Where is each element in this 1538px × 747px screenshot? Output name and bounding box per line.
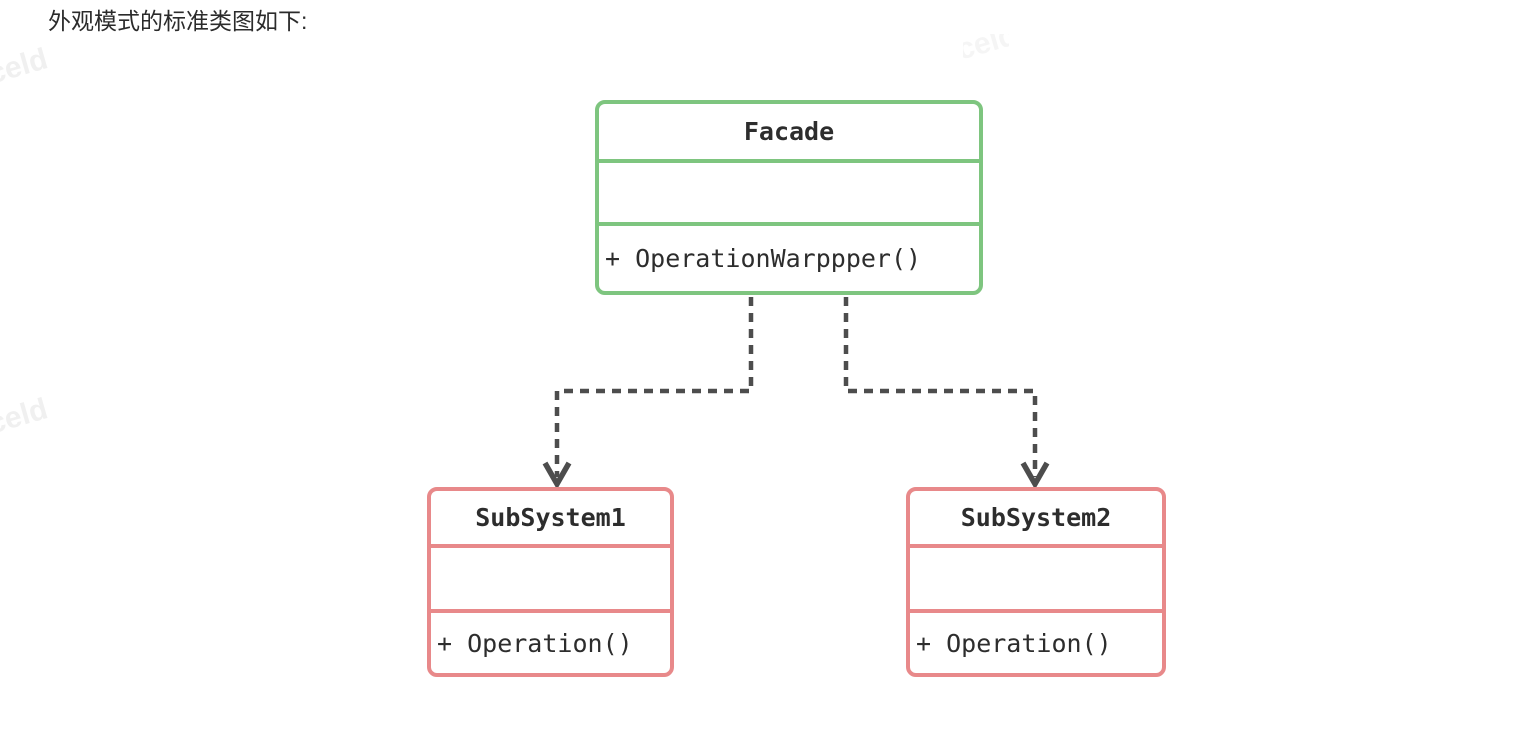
class-subsystem2-name: SubSystem2 xyxy=(910,491,1162,548)
page-heading: 外观模式的标准类图如下: xyxy=(48,8,308,34)
connector-facade-to-subsystem1 xyxy=(554,297,754,477)
class-facade: Facade + OperationWarppper() xyxy=(595,100,983,295)
class-subsystem2-method: + Operation() xyxy=(916,628,1112,658)
class-facade-method: + OperationWarppper() xyxy=(605,244,922,273)
class-facade-attributes xyxy=(599,163,979,226)
class-subsystem1-attributes xyxy=(431,548,670,613)
class-subsystem2-attributes xyxy=(910,548,1162,613)
class-subsystem1-method: + Operation() xyxy=(437,628,633,658)
class-subsystem2: SubSystem2 + Operation() xyxy=(906,487,1166,677)
class-subsystem1-name: SubSystem1 xyxy=(431,491,670,548)
connector-facade-to-subsystem2 xyxy=(843,297,1038,477)
arrowhead-subsystem1-icon xyxy=(542,461,572,490)
class-subsystem1: SubSystem1 + Operation() xyxy=(427,487,674,677)
class-facade-name: Facade xyxy=(599,104,979,163)
arrowhead-subsystem2-icon xyxy=(1020,461,1050,490)
